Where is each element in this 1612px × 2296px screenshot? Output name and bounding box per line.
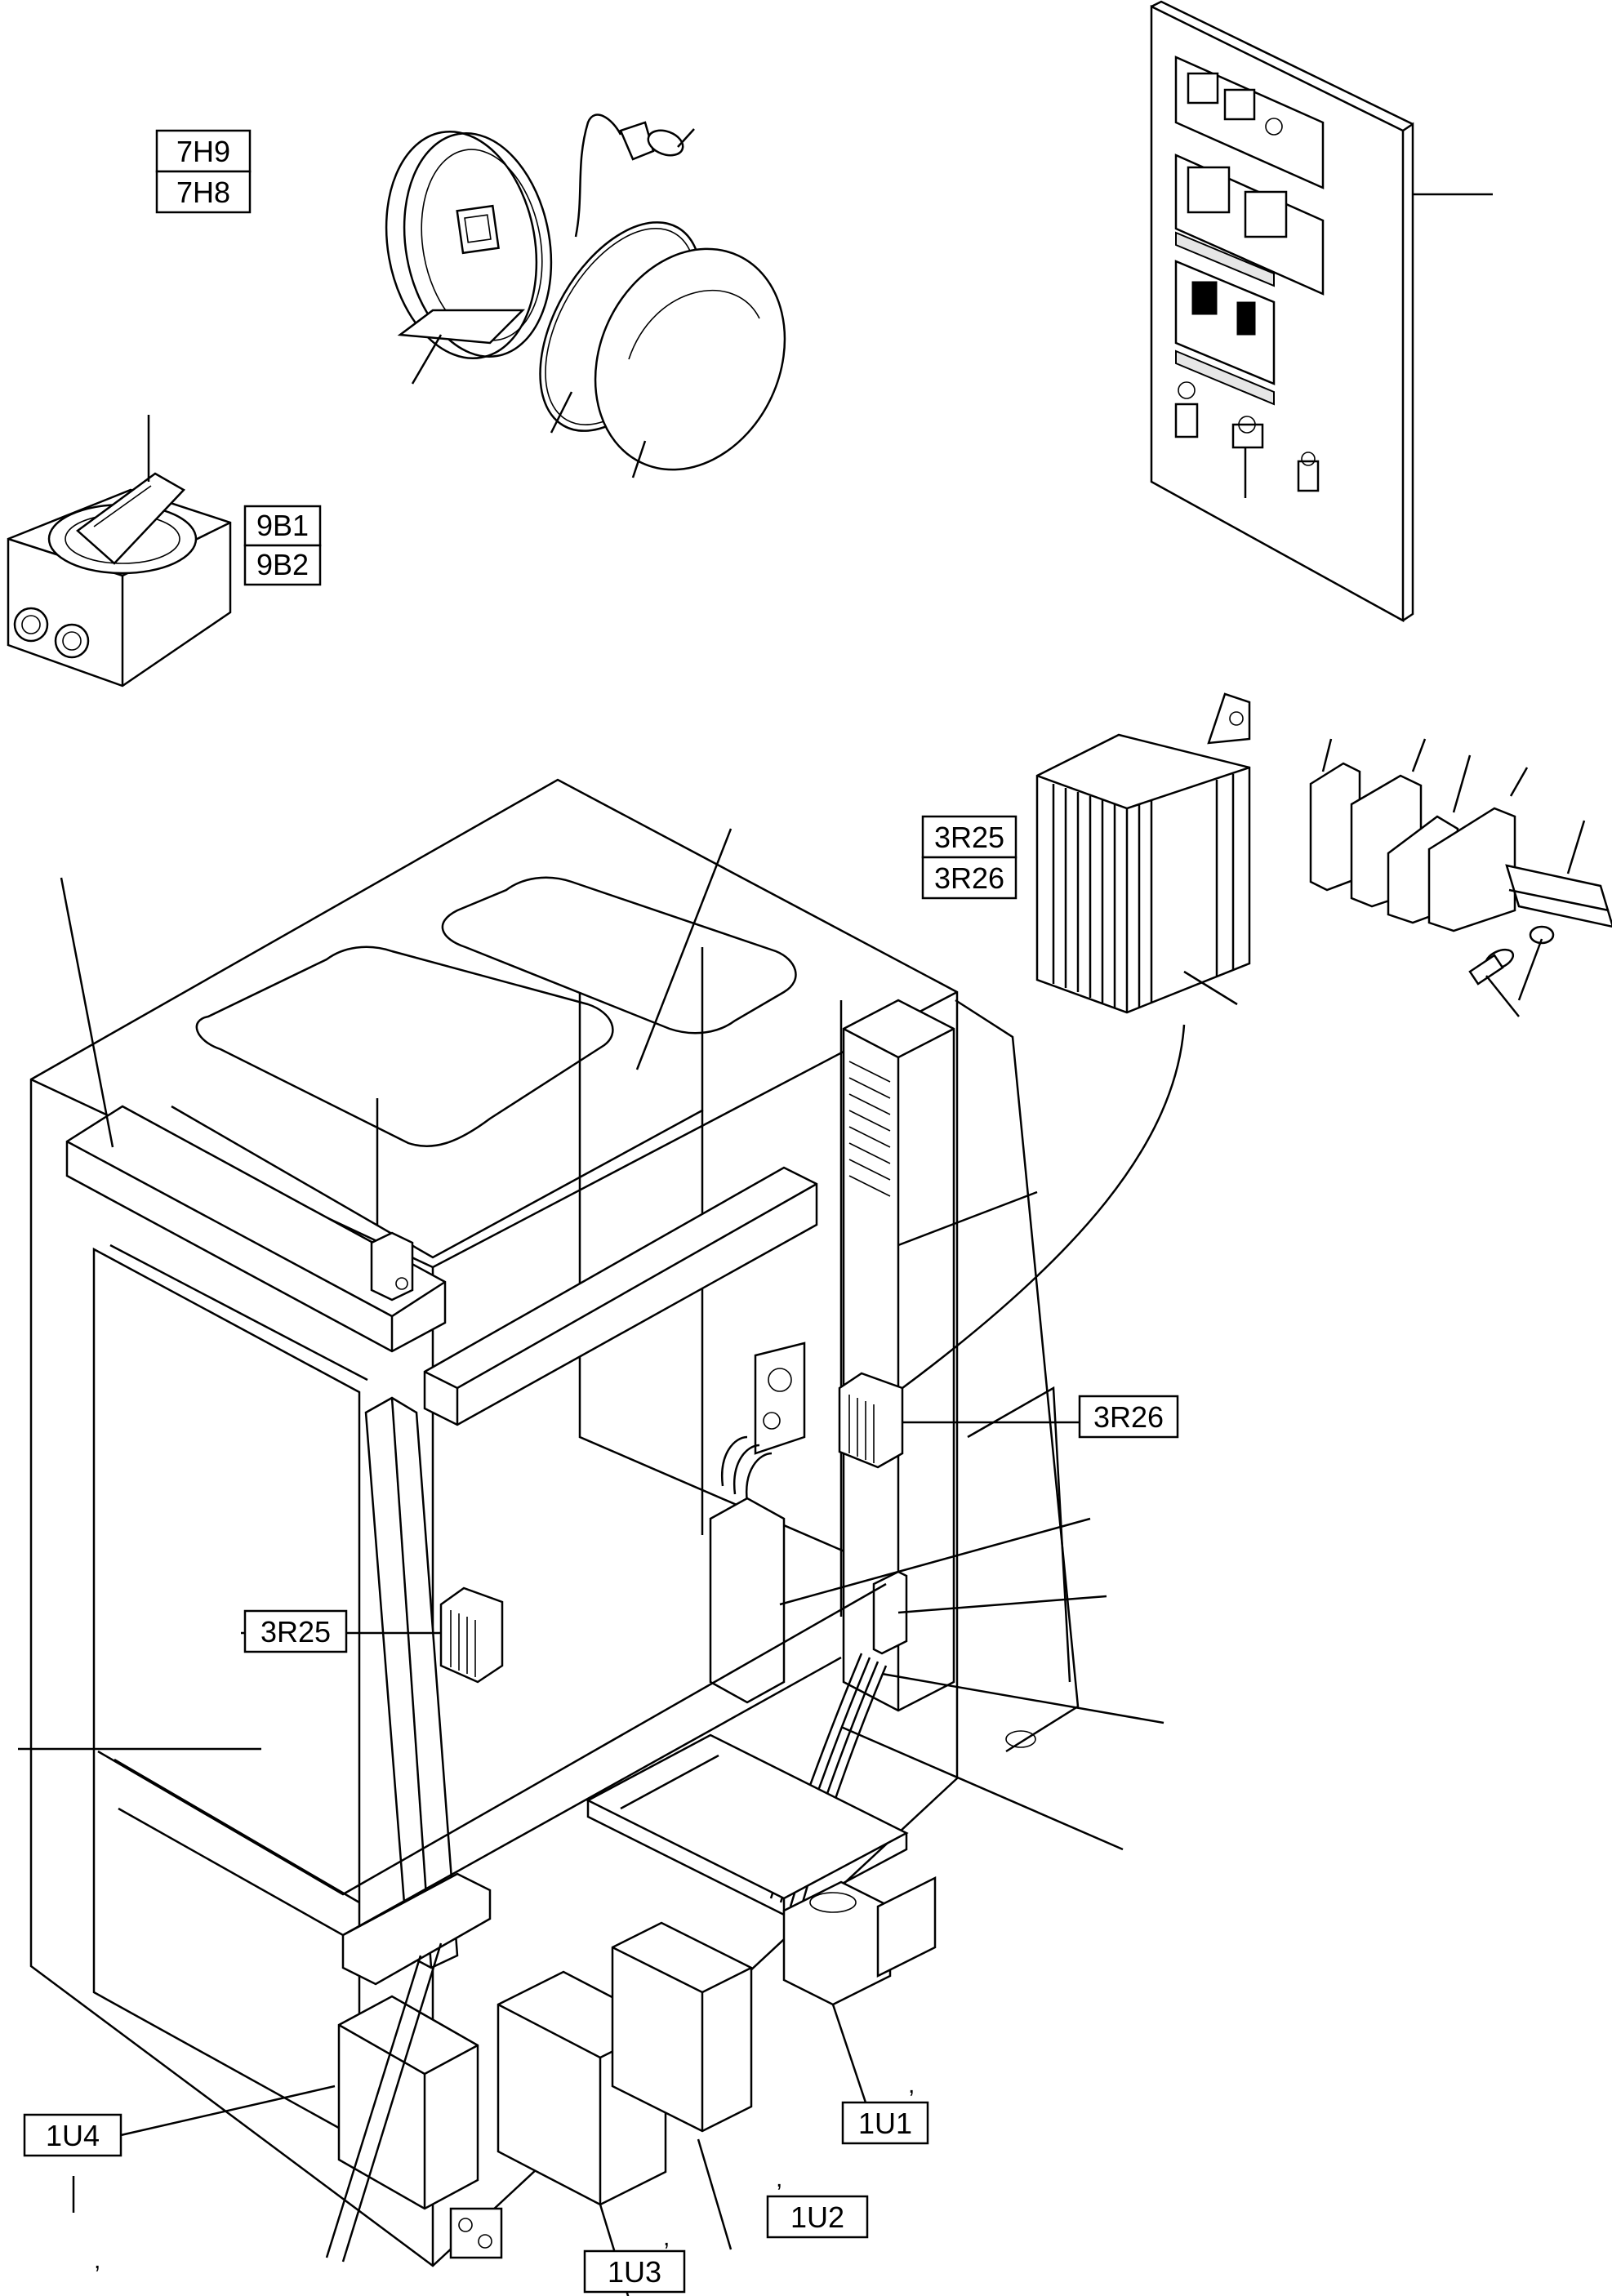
label-1u1: 1U1 — [858, 2107, 912, 2140]
heater-fins — [1052, 774, 1235, 1008]
label-1u3: 1U3 — [608, 2255, 661, 2289]
callout-1u4: 1U4 , — [23, 2113, 122, 2274]
callout-3r25-3r26-top: 3R25 3R26 — [921, 815, 1018, 900]
apostrophe-1u4: , — [94, 2247, 100, 2274]
rotary-switch-icon — [7, 415, 232, 687]
apostrophe-1u2: , — [776, 2165, 782, 2192]
callout-1u3: 1U3 , — [583, 2224, 686, 2294]
label-7h9: 7H9 — [176, 135, 230, 168]
callout-7h9-7h8: 7H9 7H8 — [155, 129, 252, 214]
label-3r25-side: 3R25 — [261, 1615, 331, 1649]
label-9b1: 9B1 — [256, 509, 309, 542]
callout-1u1: 1U1 , — [841, 2071, 929, 2145]
beacon-lamp-icon — [385, 113, 786, 478]
callout-3r26-side: 3R26 — [1078, 1395, 1179, 1439]
apostrophe-1u3: , — [663, 2224, 670, 2251]
cabinet-icon — [29, 778, 1080, 2267]
terminal-block-icon — [1309, 738, 1612, 1017]
label-3r26-side: 3R26 — [1093, 1400, 1164, 1434]
callout-3r25-side: 3R25 — [243, 1609, 348, 1653]
callout-9b1-9b2: 9B1 9B2 — [243, 505, 322, 586]
transformer-icon — [337, 1876, 937, 2210]
apostrophe-1u1: , — [908, 2071, 915, 2098]
label-3r25-top: 3R25 — [934, 821, 1004, 854]
vent-slots-right — [848, 1061, 891, 1197]
heater-small-left-icon — [439, 1586, 504, 1684]
callout-1u2: 1U2 , — [766, 2165, 869, 2239]
bracket-icon — [370, 1098, 414, 1302]
heater-small-right-icon — [838, 1024, 1186, 1469]
label-7h8: 7H8 — [176, 176, 230, 209]
label-1u2: 1U2 — [790, 2200, 844, 2234]
heater-icon — [1035, 692, 1251, 1014]
label-3r26-top: 3R26 — [934, 861, 1004, 895]
leader-lines — [18, 828, 1164, 2296]
control-panel-icon — [1150, 0, 1493, 623]
label-9b2: 9B2 — [256, 548, 309, 581]
label-1u4: 1U4 — [46, 2119, 100, 2152]
